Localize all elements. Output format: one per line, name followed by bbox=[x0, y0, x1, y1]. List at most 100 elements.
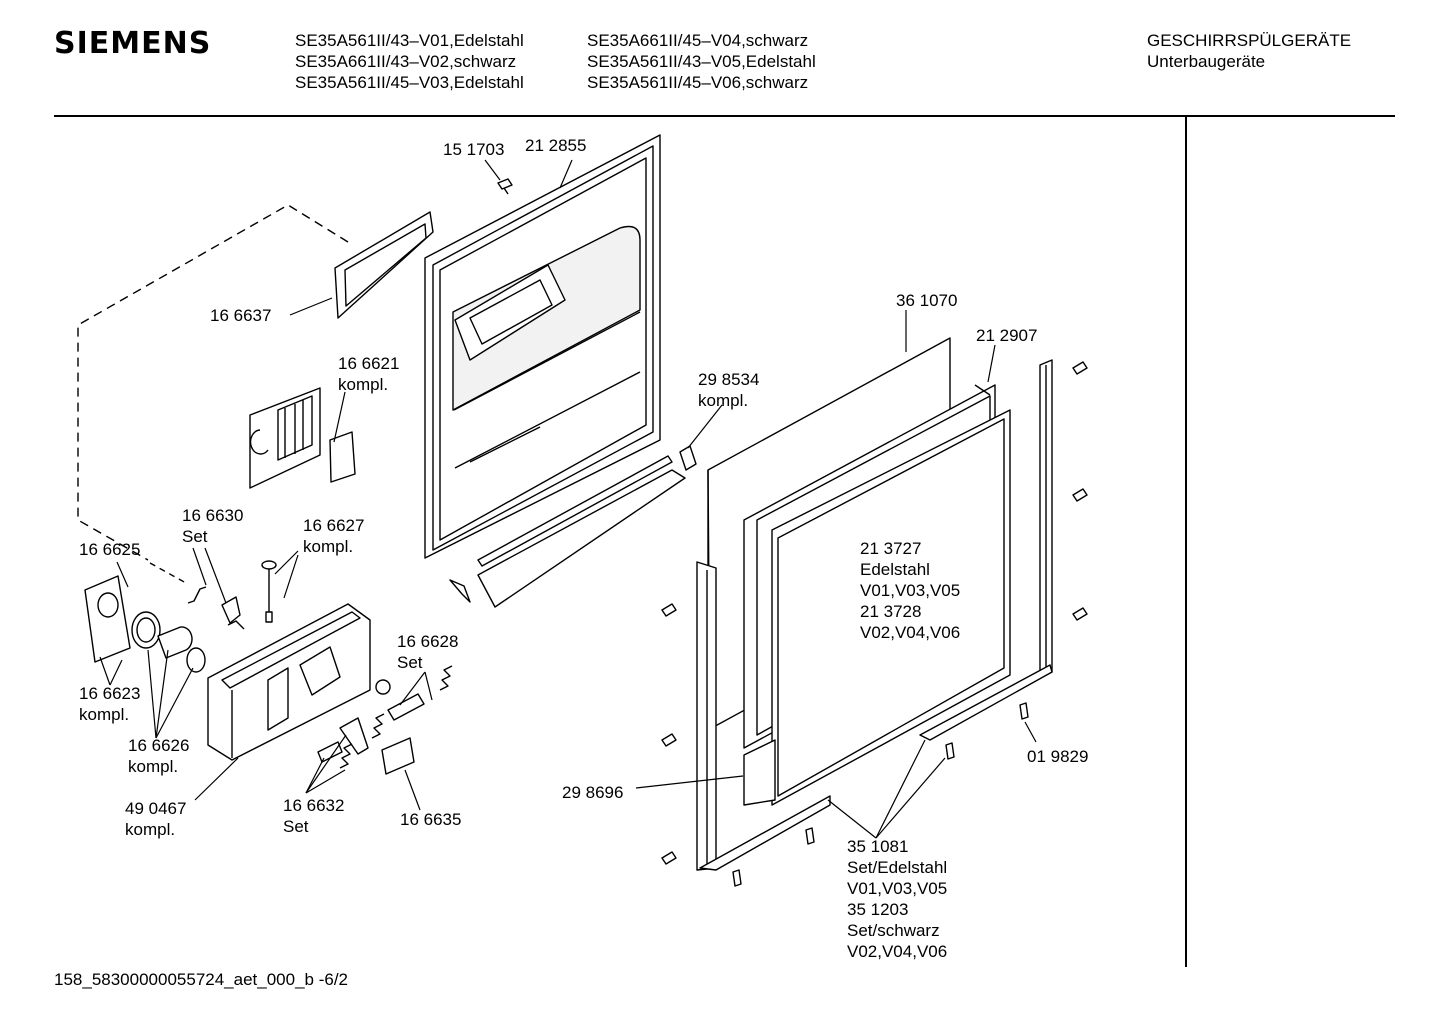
switch-housing bbox=[207, 603, 371, 761]
part-number: 16 6623 bbox=[79, 684, 141, 703]
assembly-dashed-line bbox=[149, 562, 187, 584]
part-note: kompl. bbox=[125, 820, 176, 839]
part-label: 29 8696 bbox=[562, 783, 624, 802]
part-label: 16 6627 kompl. bbox=[303, 515, 364, 557]
part-note: kompl. bbox=[303, 537, 354, 556]
microswitch bbox=[381, 737, 415, 775]
part-number: 35 1203 bbox=[847, 900, 909, 919]
part-number: 16 6627 bbox=[303, 516, 365, 535]
model-list-left: SE35A561II/43–V01,Edelstahl SE35A661II/4… bbox=[295, 30, 524, 93]
spring bbox=[439, 665, 453, 691]
screw bbox=[497, 178, 513, 195]
model-item: SE35A561II/43–V05,Edelstahl bbox=[587, 52, 816, 71]
part-number: 16 6630 bbox=[182, 506, 244, 525]
part-note: kompl. bbox=[79, 705, 130, 724]
part-label: 16 6632 Set bbox=[283, 795, 344, 837]
part-note: V02,V04,V06 bbox=[847, 942, 948, 961]
pushbutton bbox=[261, 560, 277, 623]
part-label: 16 6637 bbox=[210, 306, 272, 325]
knob-spindle bbox=[157, 626, 193, 659]
screw bbox=[1072, 488, 1088, 502]
part-number: 35 1081 bbox=[847, 837, 909, 856]
spring-set bbox=[187, 586, 245, 630]
part-note: Set bbox=[397, 653, 423, 672]
part-note: Set/schwarz bbox=[847, 921, 940, 940]
part-label: 21 3727 Edelstahl V01,V03,V05 21 3728 V0… bbox=[860, 538, 960, 643]
spring bbox=[339, 743, 353, 769]
knob-ring bbox=[136, 617, 156, 643]
model-item: SE35A661II/43–V02,schwarz bbox=[295, 52, 517, 71]
part-number: 49 0467 bbox=[125, 799, 187, 818]
leader-lines bbox=[99, 159, 1037, 839]
part-note: kompl. bbox=[128, 757, 179, 776]
side-frame-strip bbox=[696, 561, 831, 871]
part-number: 21 3728 bbox=[860, 602, 922, 621]
lever bbox=[317, 741, 343, 763]
part-note: V02,V04,V06 bbox=[860, 623, 961, 642]
screw bbox=[661, 851, 677, 865]
part-note: Set bbox=[283, 817, 309, 836]
category-title: GESCHIRRSPÜLGERÄTE bbox=[1147, 31, 1352, 50]
frame-gasket bbox=[334, 211, 434, 319]
screw bbox=[732, 869, 742, 887]
assembly-dashed-line bbox=[77, 204, 349, 561]
right-frame-strip bbox=[919, 359, 1053, 741]
part-label: 16 6628 Set bbox=[397, 631, 458, 673]
part-note: V01,V03,V05 bbox=[860, 581, 961, 600]
category-heading: GESCHIRRSPÜLGERÄTE Unterbaugeräte bbox=[1147, 30, 1351, 72]
model-item: SE35A661II/45–V04,schwarz bbox=[587, 31, 809, 50]
part-label: 49 0467 kompl. bbox=[125, 798, 186, 840]
part-label: 16 6625 bbox=[79, 540, 141, 559]
part-note: Set bbox=[182, 527, 208, 546]
side-divider bbox=[1185, 117, 1187, 967]
part-label: 01 9829 bbox=[1027, 747, 1089, 766]
part-note: kompl. bbox=[338, 375, 389, 394]
ball bbox=[375, 679, 391, 695]
part-number: 16 6626 bbox=[128, 736, 190, 755]
inner-door-panel bbox=[424, 134, 661, 559]
header-divider bbox=[54, 115, 1395, 117]
screw bbox=[1019, 702, 1029, 720]
part-label: 36 1070 bbox=[896, 291, 958, 310]
knob-ring bbox=[131, 611, 161, 649]
model-list-right: SE35A661II/45–V04,schwarz SE35A561II/43–… bbox=[587, 30, 816, 93]
model-item: SE35A561II/43–V01,Edelstahl bbox=[295, 31, 524, 50]
part-label: 29 8534 kompl. bbox=[698, 369, 759, 411]
lever bbox=[339, 717, 369, 755]
screw bbox=[661, 733, 677, 747]
part-label: 35 1081 Set/Edelstahl V01,V03,V05 35 120… bbox=[847, 836, 947, 962]
lever bbox=[387, 693, 425, 721]
part-label: 16 6621 kompl. bbox=[338, 353, 399, 395]
spring bbox=[371, 713, 385, 739]
part-number: 16 6632 bbox=[283, 796, 345, 815]
part-label: 16 6623 kompl. bbox=[79, 683, 140, 725]
part-number: 16 6621 bbox=[338, 354, 400, 373]
part-note: kompl. bbox=[698, 391, 749, 410]
hinge-rail bbox=[449, 445, 697, 608]
part-number: 29 8534 bbox=[698, 370, 760, 389]
screw bbox=[805, 827, 815, 845]
brand-logo: SIEMENS bbox=[54, 26, 212, 61]
part-label: 21 2907 bbox=[976, 326, 1038, 345]
category-subtitle: Unterbaugeräte bbox=[1147, 52, 1266, 71]
model-item: SE35A561II/45–V03,Edelstahl bbox=[295, 73, 524, 92]
decor-panel bbox=[771, 409, 1011, 806]
lock-part bbox=[249, 387, 356, 489]
part-label: 16 6626 kompl. bbox=[128, 735, 189, 777]
screw bbox=[1072, 361, 1088, 375]
screw bbox=[661, 603, 677, 617]
model-item: SE35A561II/45–V06,schwarz bbox=[587, 73, 809, 92]
part-number: 16 6628 bbox=[397, 632, 459, 651]
part-label: 15 1703 bbox=[443, 140, 505, 159]
knob-ring bbox=[186, 647, 206, 673]
document-id: 158_58300000055724_aet_000_b -6/2 bbox=[54, 970, 349, 989]
screw bbox=[945, 742, 955, 760]
part-note: Set/Edelstahl bbox=[847, 858, 948, 877]
part-number: 21 3727 bbox=[860, 539, 922, 558]
screw bbox=[1072, 607, 1088, 621]
part-label: 16 6630 Set bbox=[182, 505, 243, 547]
part-label: 16 6635 bbox=[400, 810, 462, 829]
knob-housing bbox=[84, 575, 131, 663]
part-note: Edelstahl bbox=[860, 560, 930, 579]
